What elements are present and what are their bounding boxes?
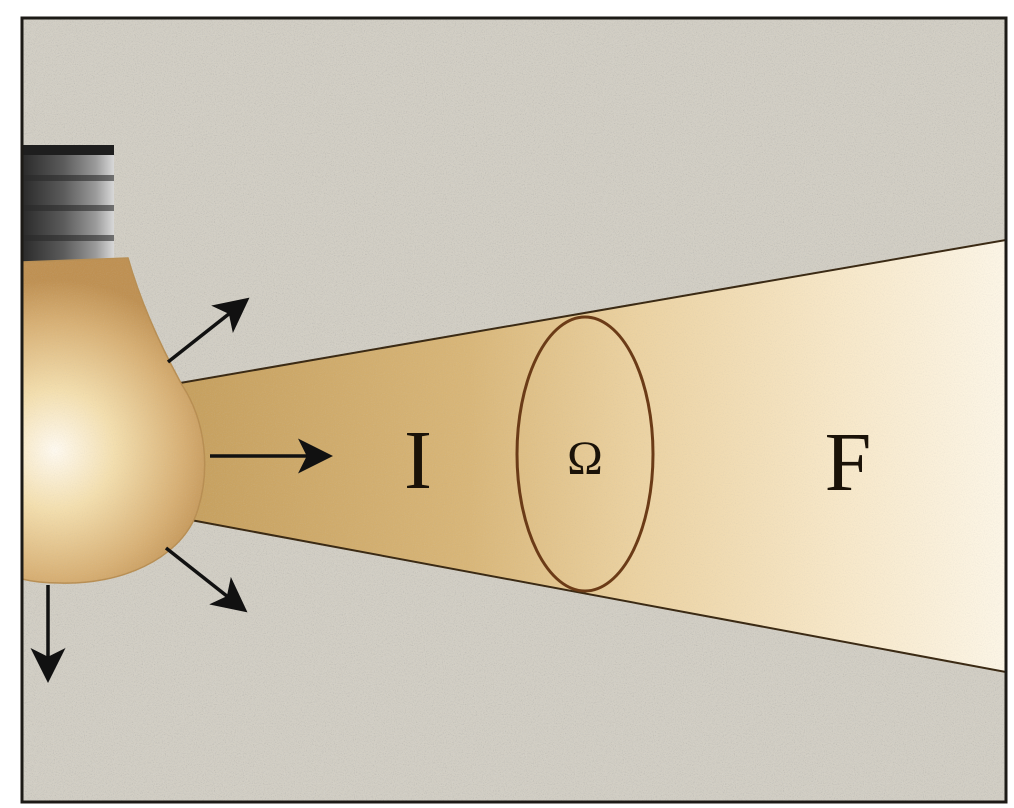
bulb-texture xyxy=(22,258,205,584)
socket-thread xyxy=(22,175,114,181)
socket-thread xyxy=(22,205,114,211)
flux-label: F xyxy=(825,416,872,509)
socket-thread xyxy=(22,145,114,155)
beam-upper-edge xyxy=(179,239,1006,384)
beam-lower-edge xyxy=(179,517,1006,673)
solid-angle-label: Ω xyxy=(567,432,603,485)
panel-border xyxy=(20,16,1008,804)
intensity-label: I xyxy=(404,414,432,507)
socket-thread xyxy=(22,235,114,241)
light-bulb-icon xyxy=(22,145,206,584)
arrow-icon xyxy=(164,546,248,613)
solid-angle-ellipse xyxy=(515,315,655,593)
arrow-icon xyxy=(166,297,250,364)
bulb-socket xyxy=(22,145,114,263)
